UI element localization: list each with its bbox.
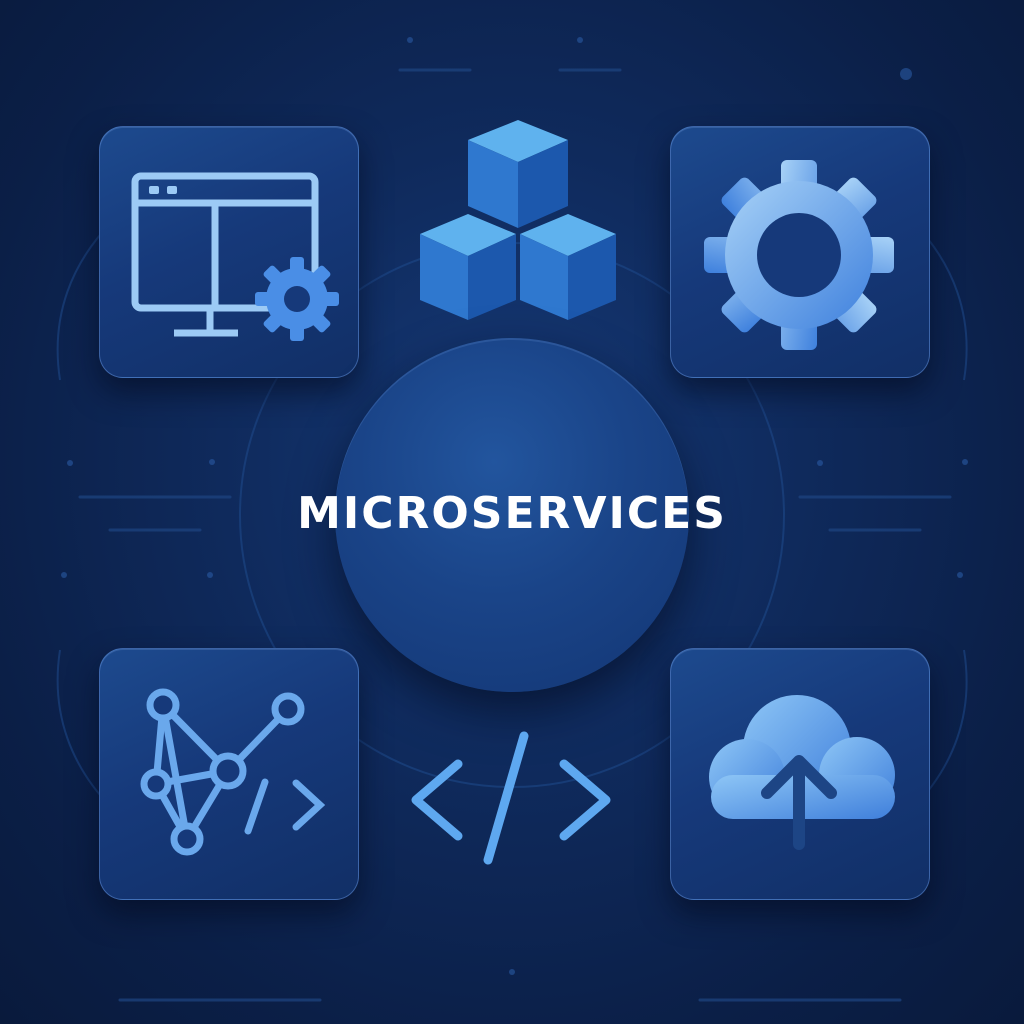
cloud-upload-icon [709,695,895,850]
code-brackets-icon [411,731,611,865]
network-code-icon [140,688,326,856]
gear-icon [704,160,894,350]
cubes-icon [420,120,616,320]
tile-monitor-gear [99,126,359,378]
tile-cloud-upload [670,648,930,900]
page-title: MICROSERVICES [297,488,727,539]
tile-network-code [99,648,359,900]
monitor-gear-icon [131,172,339,341]
tile-gear [670,126,930,378]
center-circle [335,338,689,692]
